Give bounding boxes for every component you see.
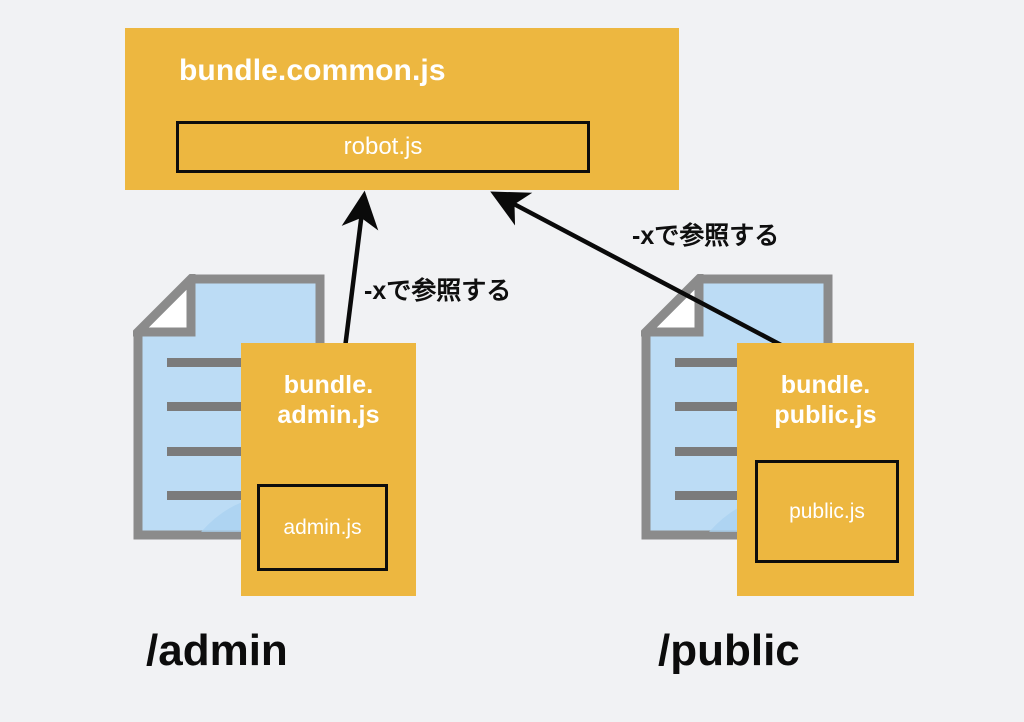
page-line xyxy=(675,447,794,456)
route-label-public: /public xyxy=(658,626,800,675)
page-fold-corner xyxy=(635,268,704,337)
module-box-robot[interactable]: robot.js xyxy=(176,121,590,173)
page-line xyxy=(167,491,286,500)
page-line xyxy=(167,402,286,411)
page-line xyxy=(167,447,286,456)
page-fold-corner xyxy=(127,268,196,337)
arrow-label-public-to-common: -xで参照する xyxy=(632,222,780,250)
module-box-admin[interactable]: admin.js xyxy=(257,484,388,571)
page-line xyxy=(675,402,794,411)
page-line xyxy=(675,358,794,367)
bundle-public-title: bundle. public.js xyxy=(774,371,877,429)
module-label-robot: robot.js xyxy=(343,133,423,160)
bundle-admin-title: bundle. admin.js xyxy=(277,371,380,429)
route-label-admin: /admin xyxy=(146,626,288,675)
bundle-common-box[interactable]: bundle.common.js robot.js xyxy=(125,28,679,190)
bundle-public-box[interactable]: bundle. public.js public.js xyxy=(737,343,914,596)
module-label-admin: admin.js xyxy=(283,515,362,539)
arrow-label-admin-to-common: -xで参照する xyxy=(364,277,512,305)
module-label-public: public.js xyxy=(789,499,865,523)
bundle-common-title: bundle.common.js xyxy=(179,54,446,87)
page-line xyxy=(675,491,794,500)
bundle-admin-box[interactable]: bundle. admin.js admin.js xyxy=(241,343,416,596)
page-line xyxy=(167,358,286,367)
arrow-admin-to-common xyxy=(341,190,379,349)
module-box-public[interactable]: public.js xyxy=(755,460,899,563)
